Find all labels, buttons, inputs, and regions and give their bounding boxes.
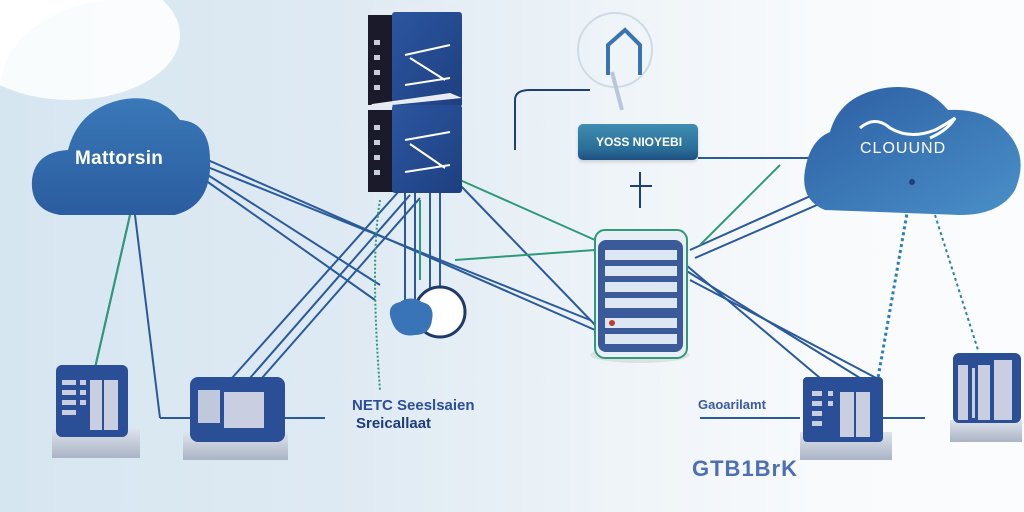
cloud-right-label: CLOUUND <box>860 140 947 157</box>
links <box>94 89 979 419</box>
link <box>459 184 601 331</box>
links-green <box>94 164 781 391</box>
right-label-line1: Gaoarilamt <box>698 397 766 412</box>
link <box>679 259 821 379</box>
switch-box[interactable] <box>578 124 698 160</box>
workstation-3-icon[interactable] <box>800 377 892 460</box>
link <box>454 249 596 261</box>
link <box>689 279 881 381</box>
link <box>249 194 411 379</box>
workstation-1-icon[interactable] <box>52 365 140 458</box>
link <box>699 164 781 246</box>
center-label-line1: NETC Seeslsaien <box>352 397 475 414</box>
cloud-left-icon[interactable] <box>31 98 211 215</box>
cloud-left-label: Mattorsin <box>75 148 164 169</box>
link <box>231 189 401 379</box>
cloud-right-icon[interactable] <box>804 86 1021 215</box>
link-switch <box>514 89 590 150</box>
link <box>189 159 591 321</box>
right-label-line2: GTB1BrK <box>692 456 799 481</box>
link <box>261 197 421 379</box>
link-dashed <box>374 199 381 391</box>
link <box>199 169 381 286</box>
hub-icon[interactable] <box>389 285 467 339</box>
link <box>134 214 161 419</box>
link <box>94 214 131 369</box>
server-rack-icon[interactable] <box>368 4 462 193</box>
switch-label: YOSS NIOYEBI <box>596 135 683 149</box>
link <box>694 194 841 259</box>
links-dotted <box>876 184 979 379</box>
workstation-2-icon[interactable] <box>183 377 288 460</box>
link <box>934 214 979 351</box>
link <box>876 184 914 379</box>
center-label-line2: Sreicallaat <box>356 415 432 432</box>
workstation-4-icon[interactable] <box>950 353 1022 442</box>
link <box>459 179 596 241</box>
link <box>204 179 376 301</box>
home-icon[interactable] <box>577 12 653 111</box>
server-stack-icon[interactable] <box>590 229 690 363</box>
